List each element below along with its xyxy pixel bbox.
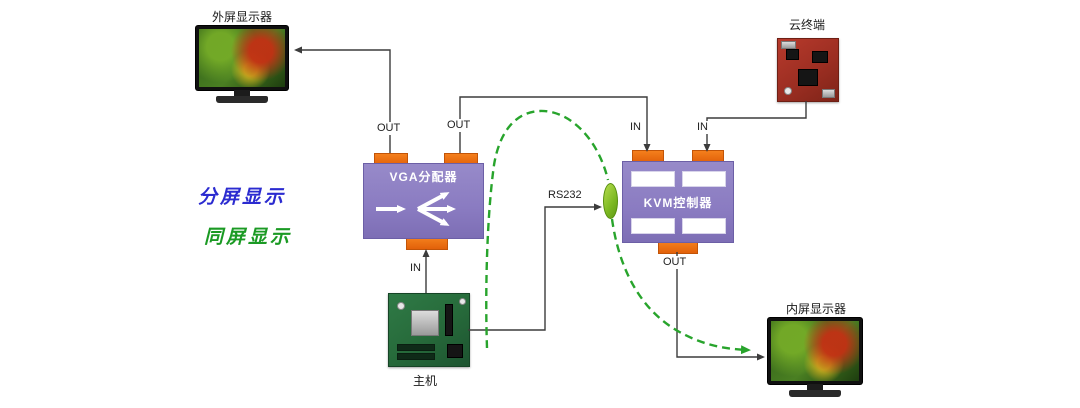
capacitor — [397, 302, 405, 310]
wire-vga-to-external-monitor — [294, 46, 391, 153]
rs232-connector — [603, 183, 618, 219]
internal-monitor-neck — [807, 384, 823, 390]
cloud-terminal-board — [777, 38, 839, 102]
internal-monitor-label: 内屏显示器 — [786, 302, 847, 316]
chip — [812, 51, 828, 63]
pci-slot — [397, 344, 435, 351]
internal-monitor-base — [789, 390, 841, 397]
cpu-socket — [411, 310, 439, 336]
external-monitor-label: 外屏显示器 — [212, 10, 273, 24]
kvm-slot — [631, 171, 675, 187]
port-kvm-in-right: IN — [695, 121, 710, 134]
port-kvm-out: OUT — [661, 256, 689, 269]
chip — [447, 344, 463, 358]
port-vga-out-left: OUT — [375, 122, 403, 135]
cloud-terminal-label: 云终端 — [789, 18, 826, 32]
chip — [786, 49, 799, 60]
capacitor — [784, 87, 792, 95]
external-monitor-screen — [199, 29, 285, 87]
external-monitor-base — [216, 96, 268, 103]
port-vga-out-right: OUT — [445, 119, 473, 132]
host-label: 主机 — [413, 374, 438, 388]
external-monitor — [196, 26, 288, 103]
port-kvm-in-left: IN — [628, 121, 643, 134]
wire-same-screen-up — [485, 109, 610, 349]
vga-splitter-title: VGA分配器 — [389, 170, 458, 184]
split-arrows-icon — [376, 192, 456, 226]
capacitor — [459, 298, 466, 305]
kvm-controller-box: KVM控制器 — [622, 161, 734, 243]
pci-slot — [397, 353, 435, 360]
kvm-slot — [682, 171, 726, 187]
external-monitor-frame — [196, 26, 288, 90]
port-connector — [822, 89, 835, 98]
port-vga-in: IN — [408, 262, 423, 275]
legend-split-screen: 分屏显示 — [198, 187, 287, 208]
wire-host-rs232-kvm — [468, 203, 602, 331]
ram-slot — [445, 304, 453, 336]
port-rs232: RS232 — [546, 189, 584, 202]
wire-cloud-to-kvm — [703, 101, 807, 152]
kvm-slot — [682, 218, 726, 234]
internal-monitor-screen — [771, 321, 859, 381]
vga-splitter-box: VGA分配器 — [363, 163, 484, 239]
host-board — [388, 293, 470, 367]
chip — [798, 69, 818, 86]
wire-vga-to-kvm — [459, 96, 651, 153]
kvm-slot — [631, 218, 675, 234]
internal-monitor — [768, 318, 862, 397]
legend-same-screen: 同屏显示 — [204, 227, 293, 248]
wire-kvm-to-internal-monitor — [676, 252, 765, 361]
kvm-controller-title: KVM控制器 — [643, 196, 713, 210]
external-monitor-neck — [234, 90, 250, 96]
internal-monitor-frame — [768, 318, 862, 384]
port-connector — [781, 41, 796, 49]
